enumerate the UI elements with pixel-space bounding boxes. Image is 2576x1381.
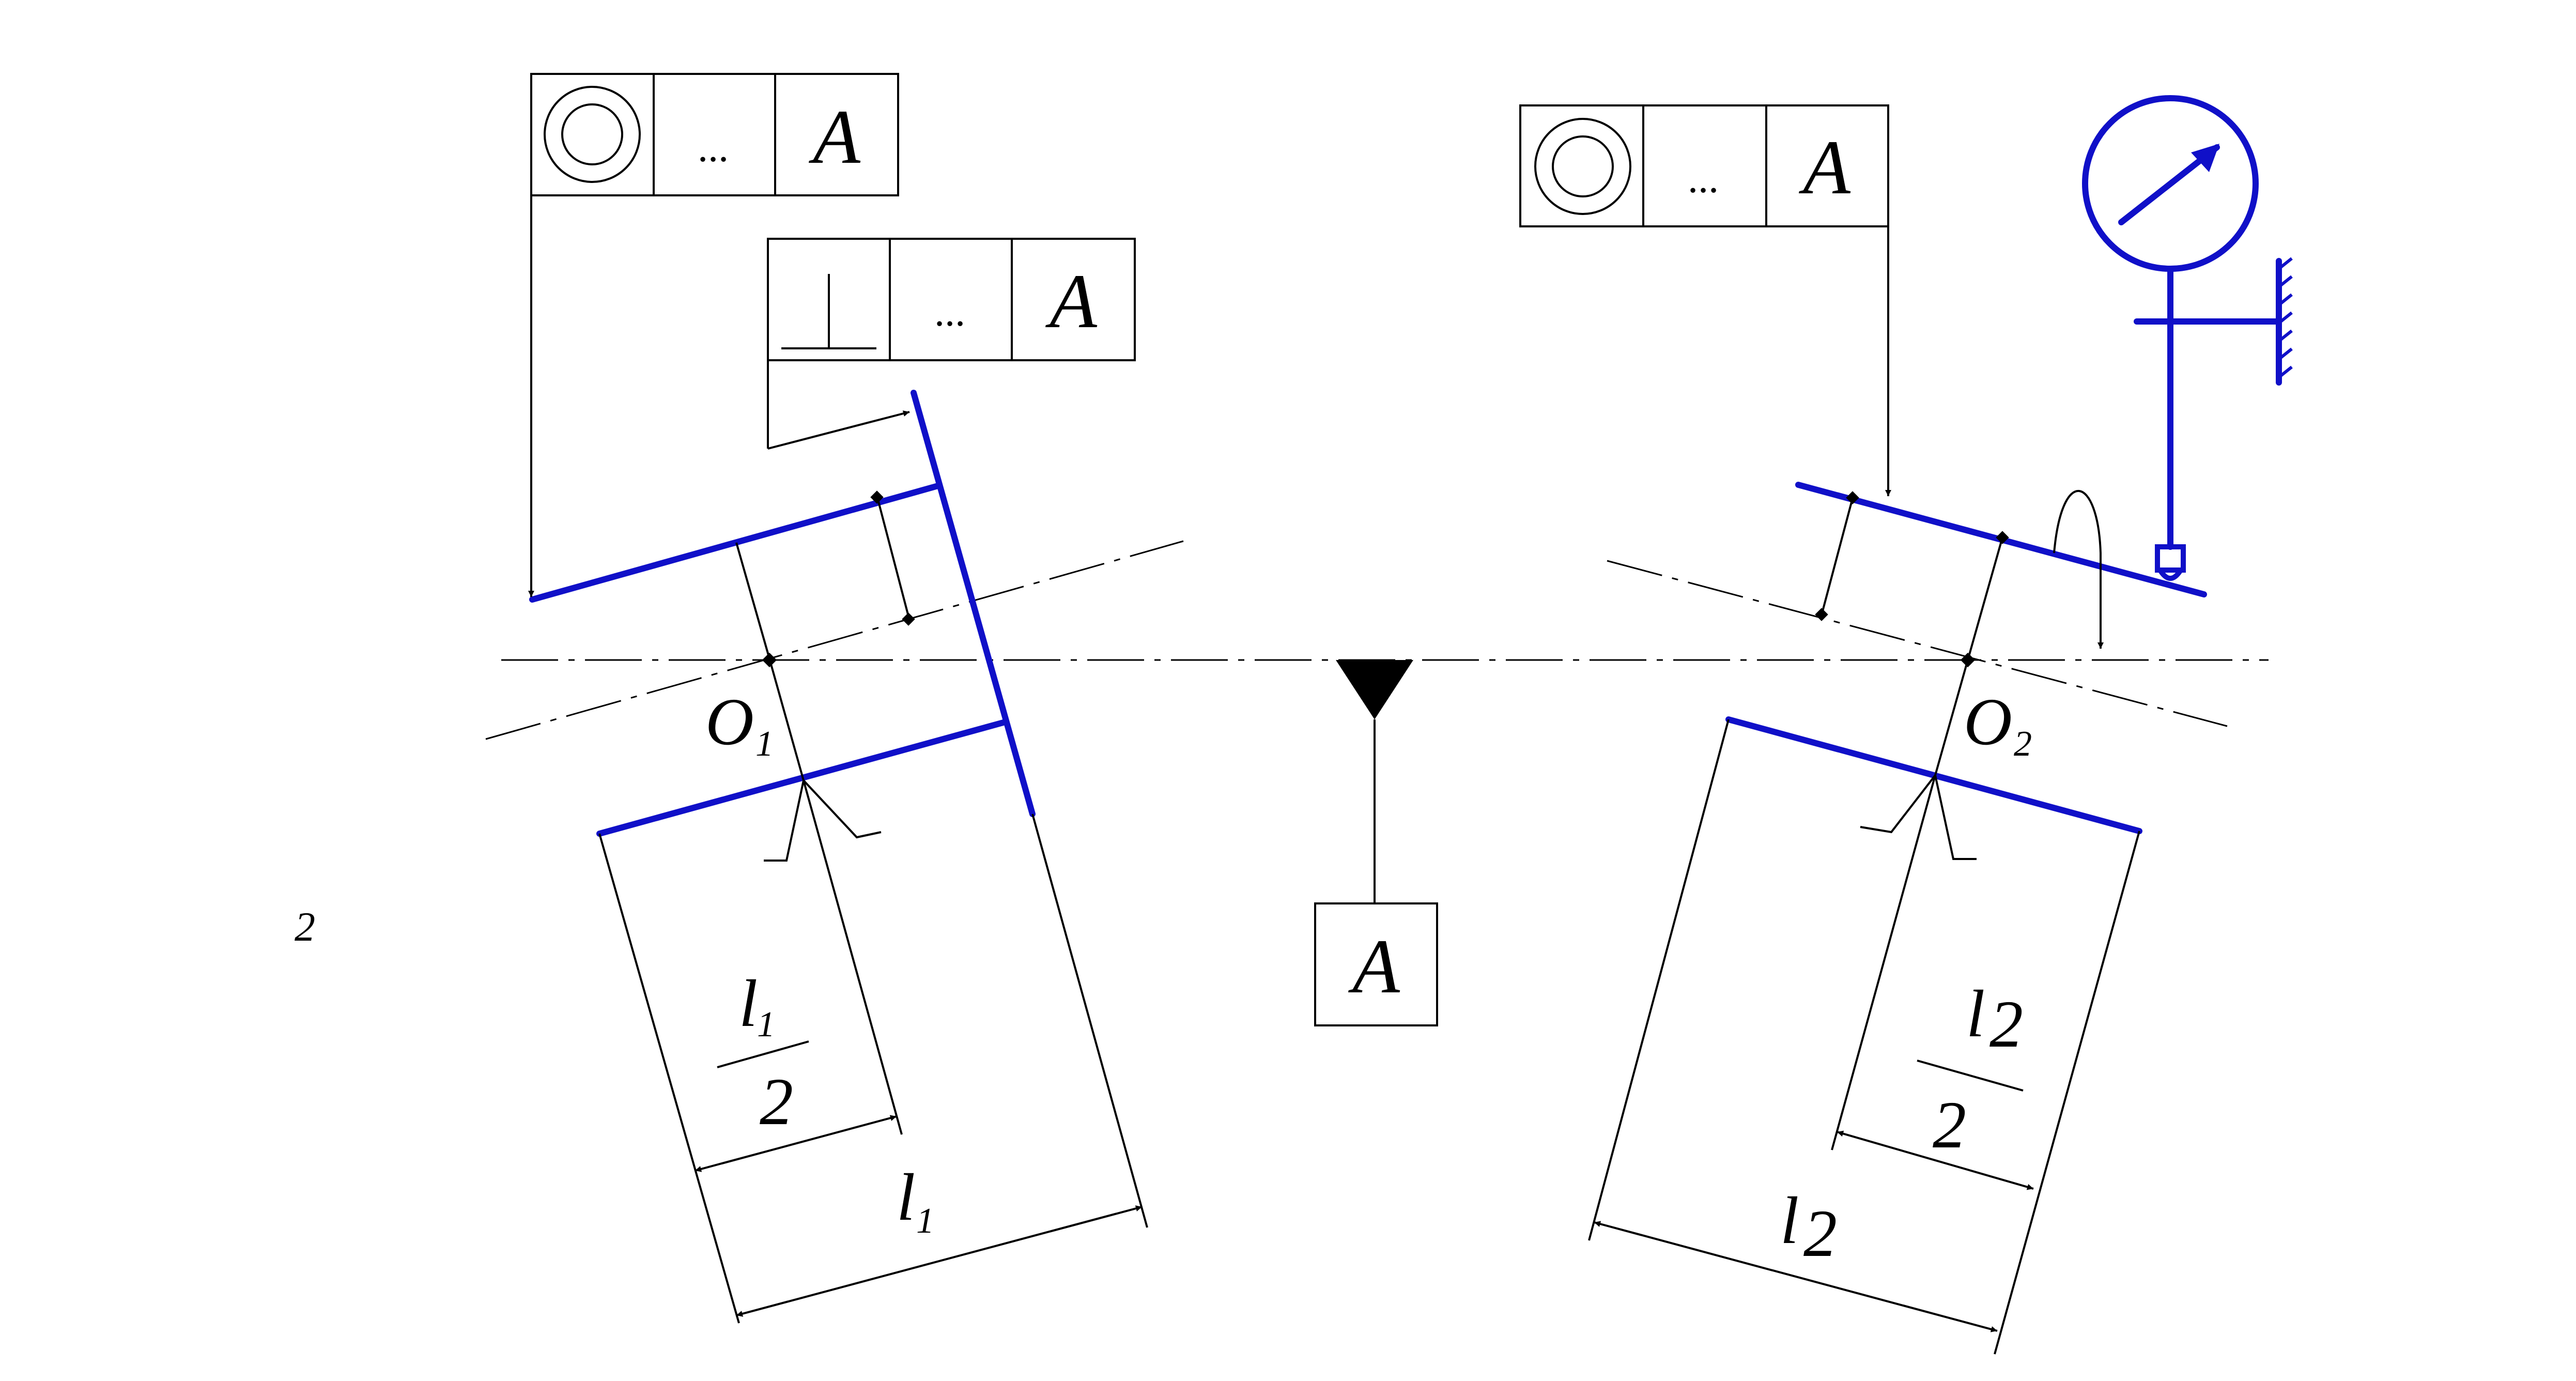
label-O1: O 1 <box>705 685 774 764</box>
svg-text:1: 1 <box>916 1201 934 1241</box>
label-l2-half: l 2 2 <box>1933 977 2023 1162</box>
svg-text:l: l <box>1966 977 1985 1051</box>
svg-text:O: O <box>1964 685 2012 759</box>
left-perpendicularity-tolerance: ... <box>935 289 966 335</box>
right-concentricity-fcf: ... A <box>1519 104 1891 496</box>
left-perpendicularity-fcf: ... A <box>767 238 1136 450</box>
right-concentricity-datum: A <box>1798 125 1851 210</box>
dial-indicator <box>2082 95 2293 581</box>
svg-text:2: 2 <box>1803 1196 1837 1271</box>
svg-text:l: l <box>739 966 758 1041</box>
svg-text:1: 1 <box>757 1005 775 1045</box>
label-O2: O 2 <box>1964 685 2032 764</box>
datum-feature-symbol: A <box>1314 660 1438 1026</box>
left-part-axis-centerline <box>485 540 1184 740</box>
svg-text:2: 2 <box>1933 1088 1966 1162</box>
left-concentricity-tolerance: ... <box>699 125 730 171</box>
concentricity-icon <box>1534 118 1631 215</box>
rotation-arrow <box>2053 490 2104 649</box>
left-dimension-lines <box>598 780 1148 1324</box>
svg-text:O: O <box>705 685 754 759</box>
svg-text:l: l <box>1780 1184 1799 1258</box>
perpendicularity-icon <box>781 274 876 349</box>
concentricity-icon <box>544 86 641 183</box>
right-concentricity-tolerance: ... <box>1689 156 1720 202</box>
right-dimension-lines <box>1588 719 2140 1355</box>
svg-text:2: 2 <box>1989 987 2023 1062</box>
svg-text:1: 1 <box>755 724 774 764</box>
svg-text:2: 2 <box>2014 724 2032 764</box>
left-part <box>529 390 1036 837</box>
datum-letter: A <box>1348 924 1400 1009</box>
left-perpendicularity-datum: A <box>1045 258 1098 344</box>
label-l2-full: l 2 <box>1780 1184 1837 1271</box>
figure-number: 2 <box>295 904 315 950</box>
left-concentricity-datum: A <box>808 94 861 180</box>
label-l1-full: l 1 <box>897 1160 934 1241</box>
svg-text:l: l <box>897 1160 915 1235</box>
label-l1-half: l 1 2 <box>739 966 793 1139</box>
left-concentricity-fcf: ... A <box>528 73 899 597</box>
right-construction-lines <box>1815 491 2009 860</box>
right-part-axis-centerline <box>1607 560 2228 727</box>
svg-text:2: 2 <box>760 1065 793 1139</box>
left-construction-lines <box>735 490 915 862</box>
